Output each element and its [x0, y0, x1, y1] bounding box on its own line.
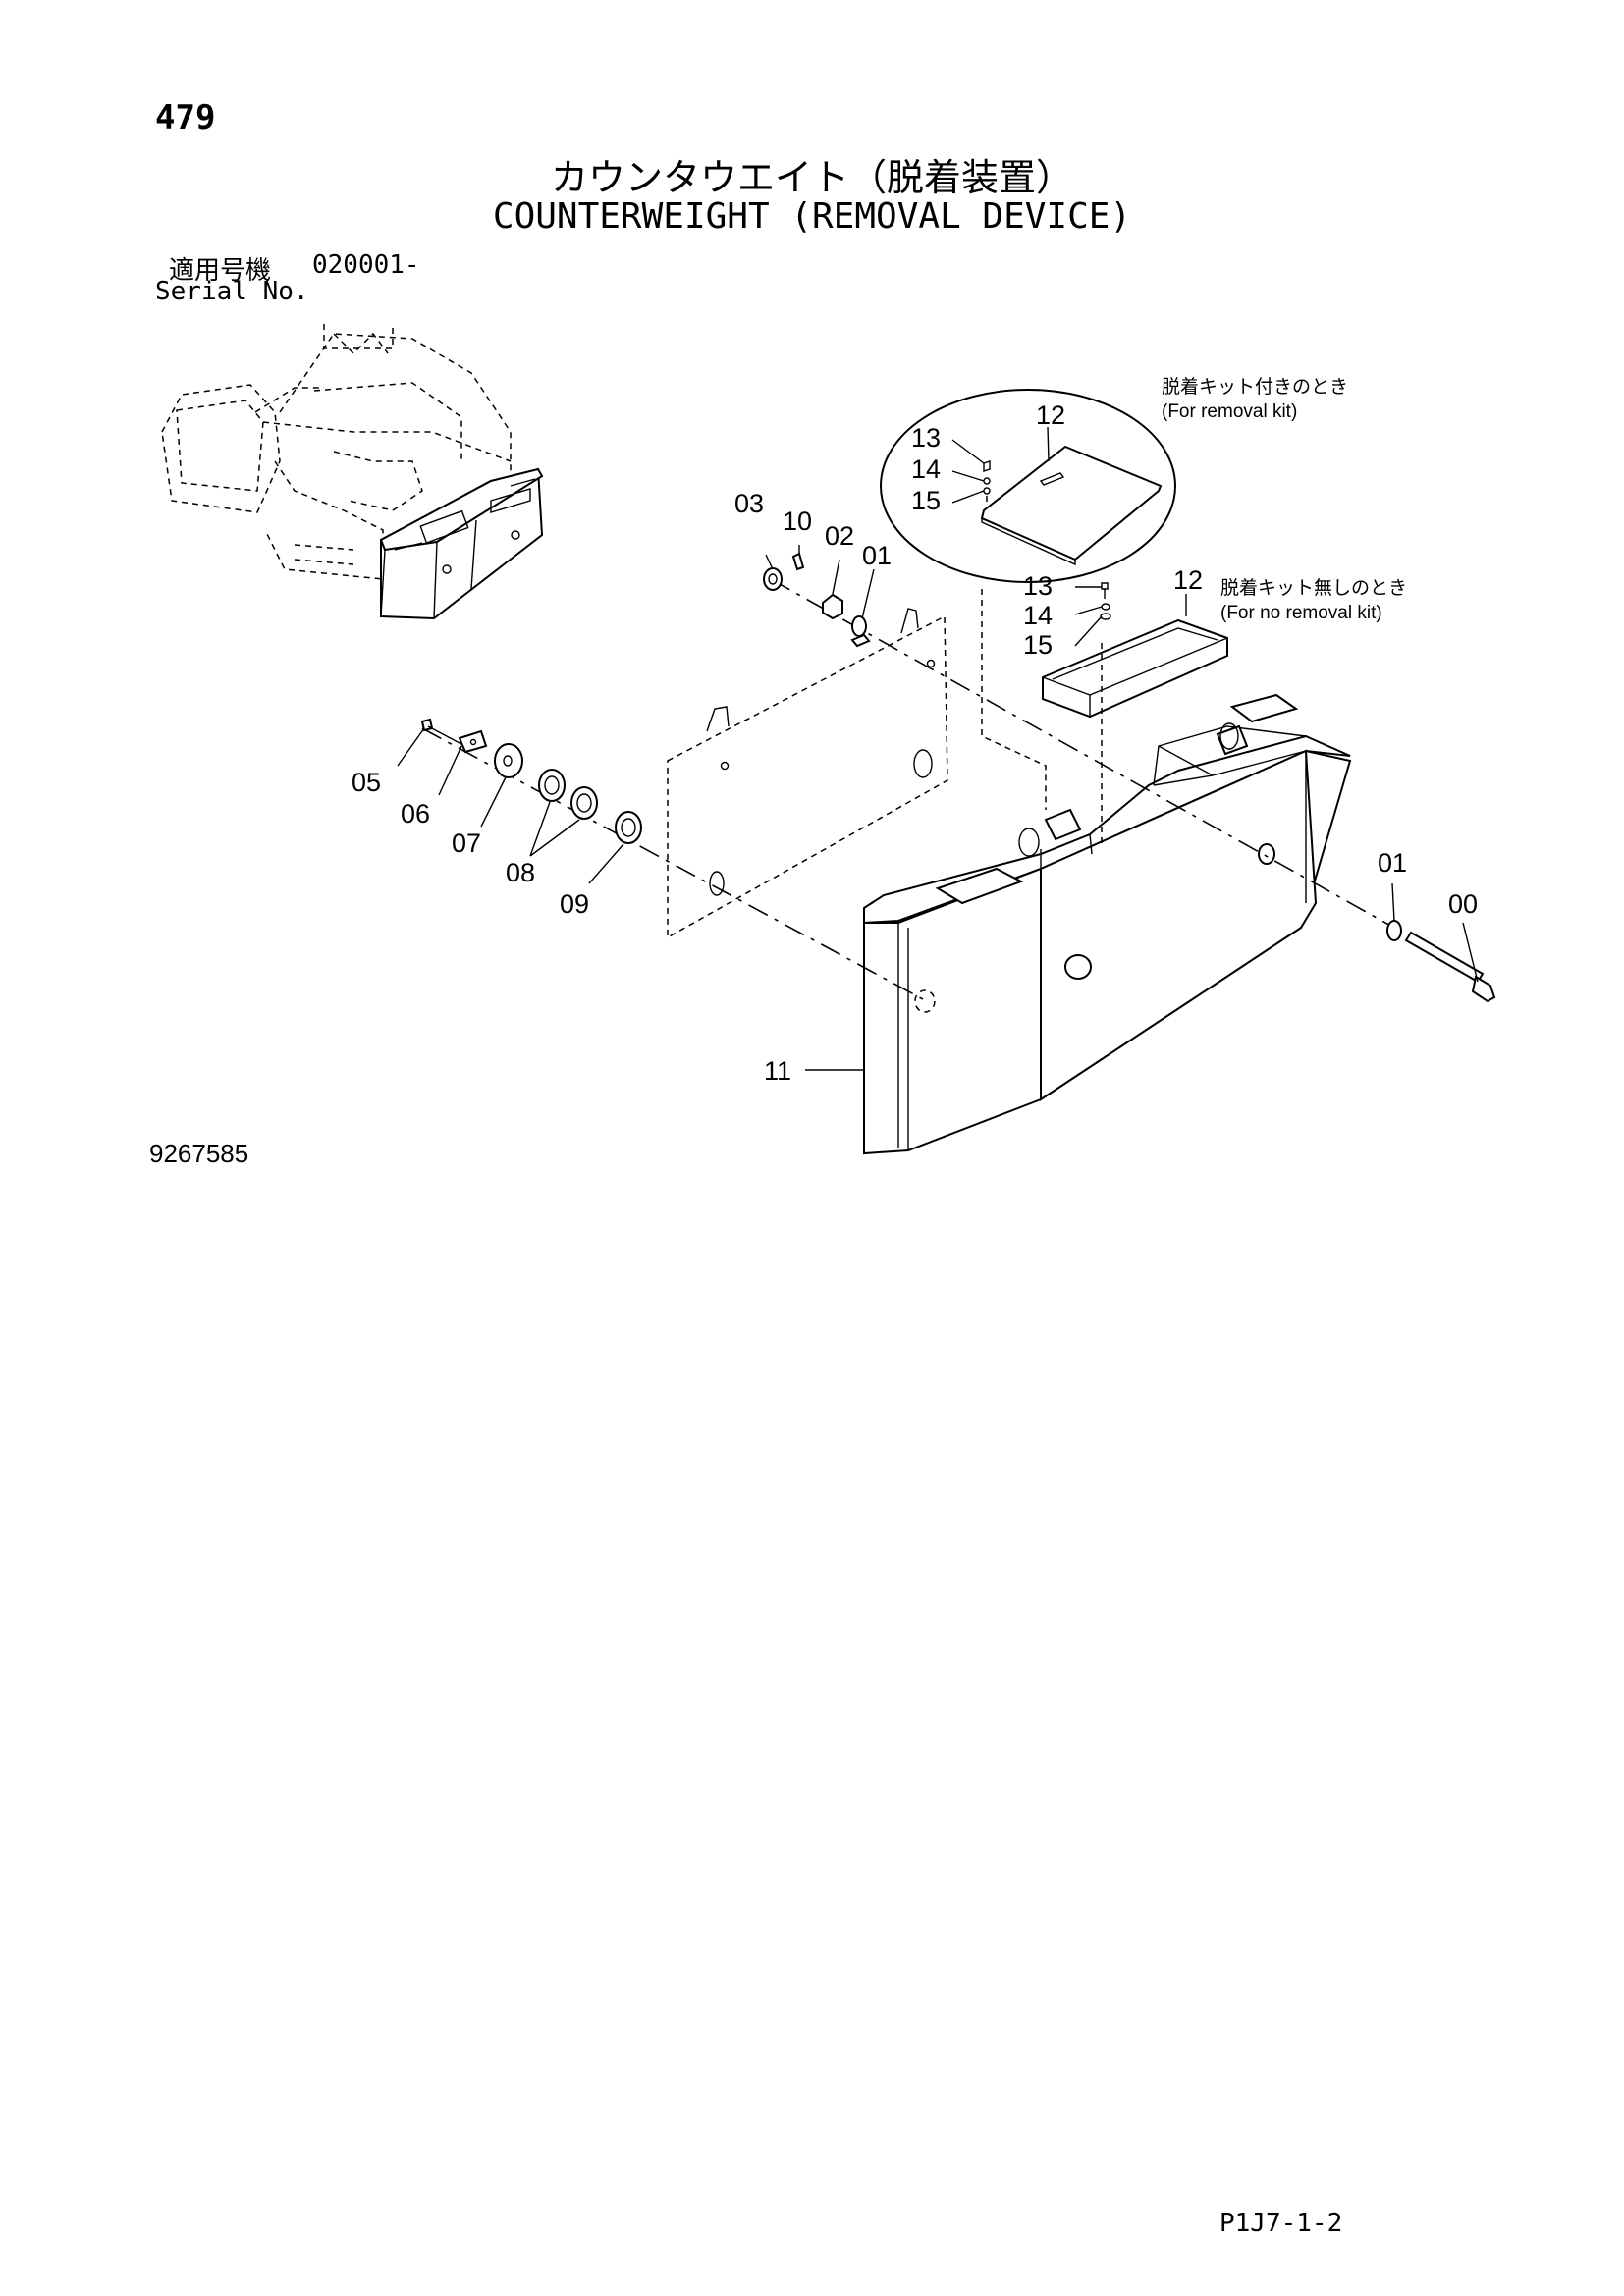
- part-label-15: 15: [1023, 630, 1053, 660]
- serial-label-japanese: 適用号機: [169, 256, 272, 286]
- counterweight-body: [863, 693, 1352, 1155]
- removal-kit-inset: [880, 389, 1176, 583]
- part-labels: 00 01 01 02 03 10 05 06 07 08 09 11 12 1…: [352, 400, 1478, 1086]
- part-label-05: 05: [352, 768, 381, 797]
- title-english: COUNTERWEIGHT (REMOVAL DEVICE): [492, 196, 1132, 237]
- machine-overview-sketch: [161, 324, 544, 620]
- part-label-00: 00: [1448, 889, 1478, 919]
- kit-notes: 脱着キット付きのとき (For removal kit) 脱着キット無しのとき …: [1162, 376, 1407, 623]
- serial-label-english: Serial No.: [155, 277, 309, 306]
- part-label-07: 07: [452, 828, 481, 858]
- part-label-12: 12: [1173, 565, 1203, 595]
- part-label-12-inset: 12: [1036, 400, 1065, 430]
- part-label-09: 09: [560, 889, 589, 919]
- part-label-10: 10: [783, 507, 812, 536]
- part-label-14: 14: [1023, 601, 1053, 630]
- part-label-11: 11: [764, 1056, 791, 1086]
- note-with-kit-en: (For removal kit): [1162, 401, 1297, 422]
- footer-code: P1J7-1-2: [1219, 2209, 1343, 2238]
- part-label-13-inset: 13: [911, 423, 941, 453]
- part-label-01: 01: [862, 541, 892, 570]
- part-label-08: 08: [506, 858, 535, 887]
- part-label-15-inset: 15: [911, 486, 941, 515]
- leader-lines: [397, 426, 1479, 1071]
- part-label-13: 13: [1023, 571, 1053, 601]
- drawing-number: 9267585: [149, 1139, 249, 1168]
- note-with-kit-ja: 脱着キット付きのとき: [1162, 376, 1348, 398]
- serial-range: 020001-: [312, 250, 420, 280]
- title-japanese: カウンタウエイト（脱着装置）: [550, 156, 1073, 199]
- note-without-kit-en: (For no removal kit): [1220, 603, 1382, 623]
- part-label-01-right: 01: [1378, 848, 1407, 878]
- part-label-02: 02: [825, 521, 854, 551]
- note-without-kit-ja: 脱着キット無しのとき: [1220, 577, 1407, 599]
- part-label-14-inset: 14: [911, 454, 941, 484]
- part-label-06: 06: [401, 799, 430, 828]
- mounting-plate: [667, 608, 948, 939]
- kit-plate-body: [1042, 618, 1228, 719]
- part-label-03: 03: [734, 489, 764, 518]
- fastener-parts: [420, 552, 1496, 1003]
- page-number: 479: [155, 98, 216, 137]
